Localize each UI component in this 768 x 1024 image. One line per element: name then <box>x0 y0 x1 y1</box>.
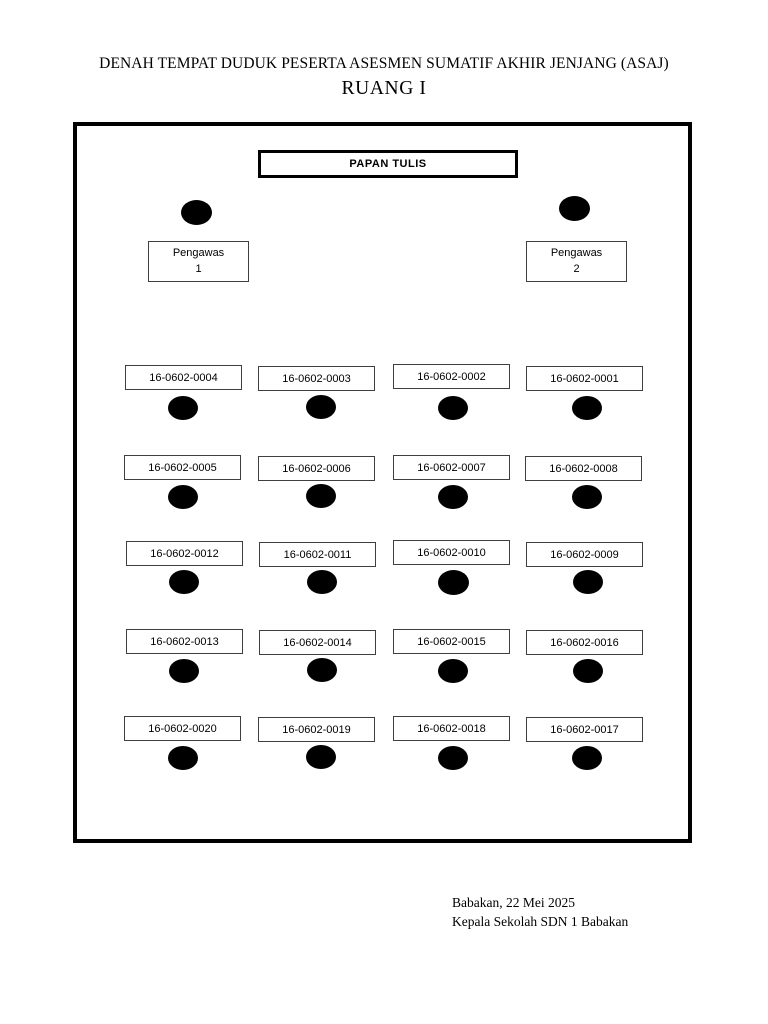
supervisor-1-desk: Pengawas 1 <box>148 241 249 282</box>
seat-marker-r5c4 <box>572 746 602 770</box>
desk-r5c2: 16-0602-0019 <box>258 717 375 742</box>
supervisor-2-seat-marker <box>559 196 590 221</box>
desk-r5c1: 16-0602-0020 <box>124 716 241 741</box>
seat-marker-r4c1 <box>169 659 199 683</box>
supervisor-2-desk: Pengawas 2 <box>526 241 627 282</box>
desk-r4c2: 16-0602-0014 <box>259 630 376 655</box>
page-title: DENAH TEMPAT DUDUK PESERTA ASESMEN SUMAT… <box>99 55 669 72</box>
desk-r3c1: 16-0602-0012 <box>126 541 243 566</box>
desk-r2c2: 16-0602-0006 <box>258 456 375 481</box>
desk-r1c3: 16-0602-0002 <box>393 364 510 389</box>
desk-r3c3: 16-0602-0010 <box>393 540 510 565</box>
signatory-title: Kepala Sekolah SDN 1 Babakan <box>452 914 629 930</box>
seat-marker-r4c2 <box>307 658 337 682</box>
supervisor-1-label: Pengawas <box>172 247 225 260</box>
seat-marker-r2c4 <box>572 485 602 509</box>
seat-marker-r1c4 <box>572 396 602 420</box>
desk-r2c3: 16-0602-0007 <box>393 455 510 480</box>
seat-marker-r3c3 <box>438 570 469 595</box>
supervisor-2-number: 2 <box>573 262 580 275</box>
seat-marker-r4c4 <box>573 659 603 683</box>
seat-marker-r3c4 <box>573 570 603 594</box>
desk-r4c3: 16-0602-0015 <box>393 629 510 654</box>
place-date: Babakan, 22 Mei 2025 <box>452 895 575 910</box>
desk-r3c4: 16-0602-0009 <box>526 542 643 567</box>
room-title: RUANG I <box>341 78 427 99</box>
seat-marker-r2c2 <box>306 484 336 508</box>
seat-marker-r5c2 <box>306 745 336 769</box>
desk-r2c4: 16-0602-0008 <box>525 456 642 481</box>
seat-marker-r1c3 <box>438 396 468 420</box>
desk-r2c1: 16-0602-0005 <box>124 455 241 480</box>
seat-marker-r3c2 <box>307 570 337 594</box>
desk-r5c4: 16-0602-0017 <box>526 717 643 742</box>
desk-r5c3: 16-0602-0018 <box>393 716 510 741</box>
supervisor-1-seat-marker <box>181 200 212 225</box>
seat-marker-r5c3 <box>438 746 468 770</box>
seat-marker-r3c1 <box>169 570 199 594</box>
supervisor-1-number: 1 <box>195 262 202 275</box>
signature-block: Babakan, 22 Mei 2025 Kepala Sekolah SDN … <box>452 893 628 931</box>
desk-r1c2: 16-0602-0003 <box>258 366 375 391</box>
desk-r1c4: 16-0602-0001 <box>526 366 643 391</box>
desk-r4c1: 16-0602-0013 <box>126 629 243 654</box>
seat-marker-r4c3 <box>438 659 468 683</box>
supervisor-2-label: Pengawas <box>550 247 603 260</box>
seat-marker-r2c3 <box>438 485 468 509</box>
desk-r1c1: 16-0602-0004 <box>125 365 242 390</box>
desk-r4c4: 16-0602-0016 <box>526 630 643 655</box>
whiteboard-label: PAPAN TULIS <box>258 150 518 178</box>
seat-marker-r5c1 <box>168 746 198 770</box>
seat-marker-r1c1 <box>168 396 198 420</box>
desk-r3c2: 16-0602-0011 <box>259 542 376 567</box>
seat-marker-r2c1 <box>168 485 198 509</box>
seat-marker-r1c2 <box>306 395 336 419</box>
